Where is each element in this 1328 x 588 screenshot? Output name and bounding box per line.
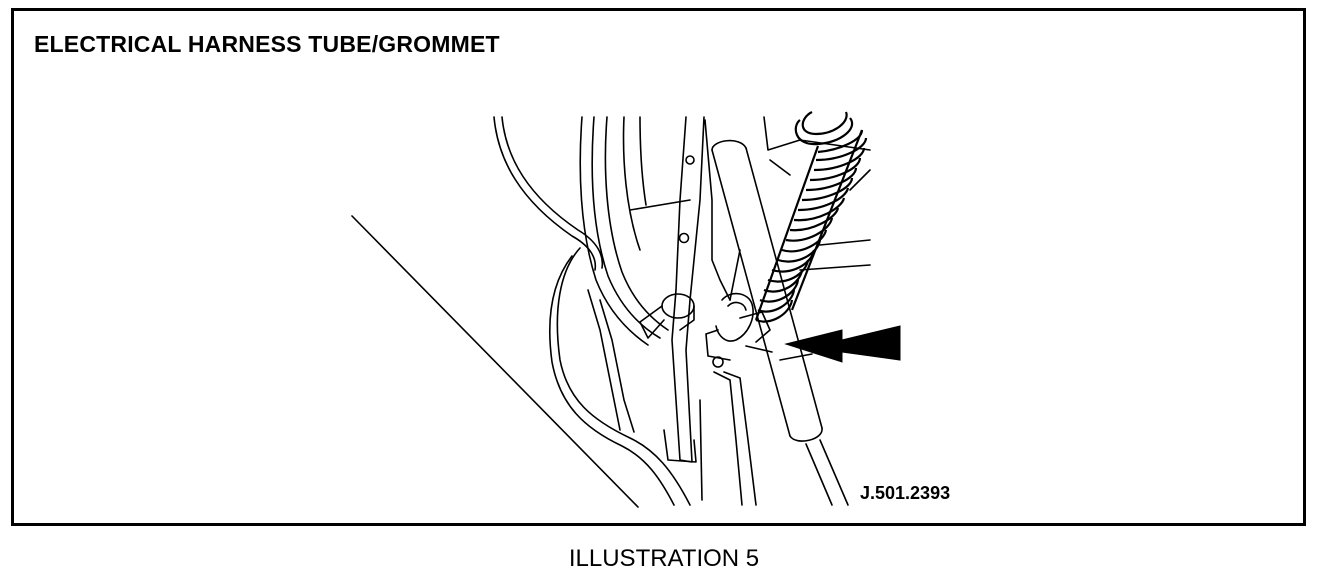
background-panels [629,116,871,301]
illustration-title: ELECTRICAL HARNESS TUBE/GROMMET [34,31,500,57]
harness-line-drawing [351,111,901,508]
body-panel-edge [351,215,639,508]
callout-arrow [784,325,901,363]
grommet [705,292,773,361]
reference-code: J.501.2393 [860,483,951,503]
left-curved-panel [493,116,691,506]
peg-fastener [639,293,695,339]
corrugated-harness-conduit [754,111,868,323]
lower-bracket-arm [663,356,757,506]
illustration-caption: ILLUSTRATION 5 [568,545,760,572]
harness-tube [711,139,849,506]
pillar-lines [579,116,669,433]
illustration-frame: ELECTRICAL HARNESS TUBE/GROMMET J.501.23… [11,8,1306,526]
